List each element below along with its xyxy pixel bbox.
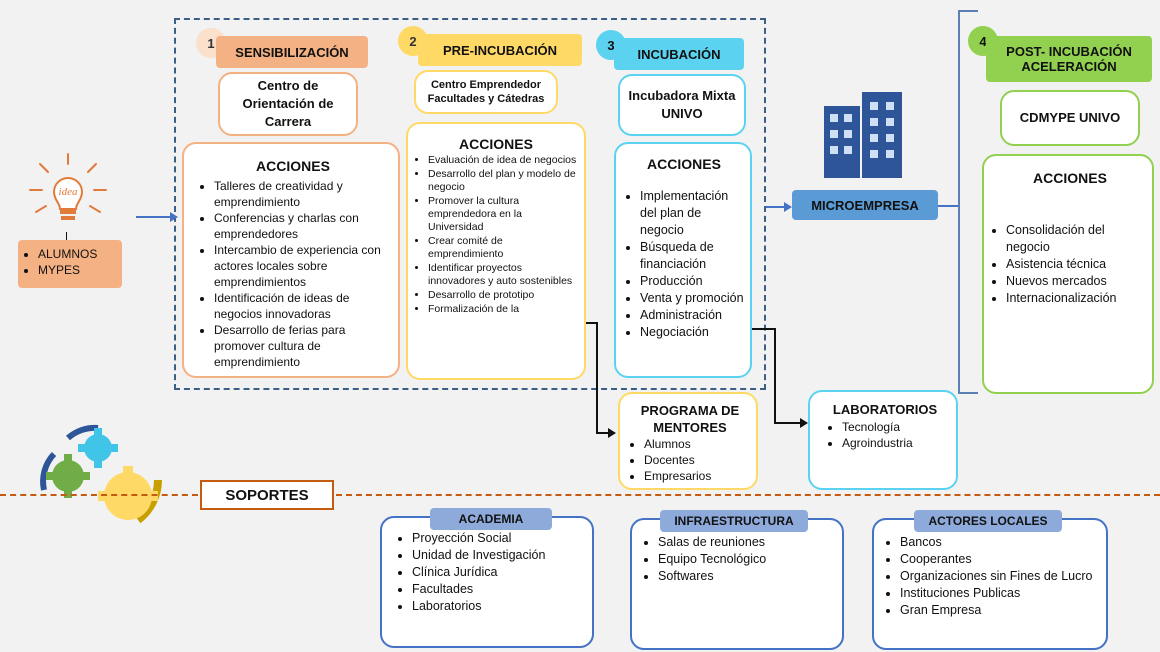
audience-item: MYPES: [38, 262, 122, 278]
audience-item: ALUMNOS: [38, 246, 122, 262]
stage4-center: CDMYPE UNIVO: [1000, 90, 1140, 146]
stage2-actions: ACCIONES Evaluación de idea de negocios …: [406, 122, 586, 380]
soportes-label: SOPORTES: [200, 480, 334, 510]
stage2-center: Centro Emprendedor Facultades y Cátedras: [414, 70, 558, 114]
stage3-actions: ACCIONES Implementación del plan de nego…: [614, 142, 752, 378]
action-item: Talleres de creatividad y emprendimiento: [214, 178, 388, 210]
stage4-actions: ACCIONES Consolidación del negocio Asist…: [982, 154, 1154, 394]
action-item: Promover la cultura emprendedora en la U…: [428, 195, 578, 234]
mentores-item: Empresarios: [644, 468, 750, 484]
action-item: Implementación del plan de negocio: [640, 188, 744, 239]
action-item: Desarrollo de prototipo: [428, 289, 578, 302]
support-item: Cooperantes: [900, 551, 1100, 568]
action-item: Negociación: [640, 324, 744, 341]
academia-box: Proyección Social Unidad de Investigació…: [380, 516, 594, 648]
action-item: Búsqueda de financiación: [640, 239, 744, 273]
stage4-title: POST- INCUBACIÓN ACELERACIÓN: [986, 36, 1152, 82]
flow-arrow: [136, 216, 176, 218]
academia-title: ACADEMIA: [430, 508, 552, 530]
actores-locales-box: Bancos Cooperantes Organizaciones sin Fi…: [872, 518, 1108, 650]
mentores-title: PROGRAMA DE MENTORES: [640, 403, 740, 435]
action-item: Desarrollo de ferias para promover cultu…: [214, 322, 388, 370]
action-item: Desarrollo del plan y modelo de negocio: [428, 168, 578, 194]
support-item: Organizaciones sin Fines de Lucro: [900, 568, 1100, 585]
actores-locales-title: ACTORES LOCALES: [914, 510, 1062, 532]
actions-title: ACCIONES: [459, 136, 533, 152]
action-item: Identificación de ideas de negocios inno…: [214, 290, 388, 322]
stage4-bracket: [958, 10, 978, 394]
stage1-title: SENSIBILIZACIÓN: [216, 36, 368, 68]
mentores-item: Docentes: [644, 452, 750, 468]
action-item: Producción: [640, 273, 744, 290]
mentores-box: PROGRAMA DE MENTORES Alumnos Docentes Em…: [618, 392, 758, 490]
support-item: Bancos: [900, 534, 1100, 551]
action-item: Conferencias y charlas con emprendedores: [214, 210, 388, 242]
action-item: Intercambio de experiencia con actores l…: [214, 242, 388, 290]
stage1-actions: ACCIONES Talleres de creatividad y empre…: [182, 142, 400, 378]
support-item: Instituciones Publicas: [900, 585, 1100, 602]
stage2-title: PRE-INCUBACIÓN: [418, 34, 582, 66]
support-item: Softwares: [658, 568, 836, 585]
support-item: Clínica Jurídica: [412, 564, 586, 581]
stage3-center: Incubadora Mixta UNIVO: [618, 74, 746, 136]
laboratorios-item: Tecnología: [842, 419, 950, 435]
support-item: Unidad de Investigación: [412, 547, 586, 564]
audience-box: ALUMNOS MYPES: [18, 240, 122, 288]
action-item: Internacionalización: [1006, 290, 1146, 307]
action-item: Formalización de la: [428, 303, 578, 316]
actions-title: ACCIONES: [1033, 170, 1107, 186]
mentores-item: Alumnos: [644, 436, 750, 452]
support-item: Laboratorios: [412, 598, 586, 615]
action-item: Nuevos mercados: [1006, 273, 1146, 290]
action-item: Crear comité de emprendimiento: [428, 235, 578, 261]
lightbulb-icon: idea: [29, 153, 107, 220]
laboratorios-title: LABORATORIOS: [832, 402, 938, 417]
microempresa-box: MICROEMPRESA: [792, 190, 938, 220]
action-item: Asistencia técnica: [1006, 256, 1146, 273]
idea-text: idea: [59, 186, 78, 198]
support-item: Facultades: [412, 581, 586, 598]
infraestructura-box: Salas de reuniones Equipo Tecnológico So…: [630, 518, 844, 650]
building-icon: [824, 92, 902, 178]
stages-frame: [174, 18, 766, 390]
support-item: Proyección Social: [412, 530, 586, 547]
gears-icon: [40, 424, 162, 524]
support-item: Equipo Tecnológico: [658, 551, 836, 568]
actions-title: ACCIONES: [256, 158, 330, 174]
support-item: Gran Empresa: [900, 602, 1100, 619]
support-item: Salas de reuniones: [658, 534, 836, 551]
action-item: Identificar proyectos innovadores y auto…: [428, 262, 578, 288]
infraestructura-title: INFRAESTRUCTURA: [660, 510, 808, 532]
laboratorios-box: LABORATORIOS Tecnología Agroindustria: [808, 390, 958, 490]
action-item: Evaluación de idea de negocios: [428, 154, 578, 167]
action-item: Administración: [640, 307, 744, 324]
stage1-center: Centro de Orientación de Carrera: [218, 72, 358, 136]
soportes-divider: [0, 494, 198, 496]
action-item: Venta y promoción: [640, 290, 744, 307]
actions-title: ACCIONES: [647, 156, 721, 172]
laboratorios-item: Agroindustria: [842, 435, 950, 451]
soportes-divider: [336, 494, 1160, 496]
stage3-title: INCUBACIÓN: [614, 38, 744, 70]
action-item: Consolidación del negocio: [1006, 222, 1146, 256]
